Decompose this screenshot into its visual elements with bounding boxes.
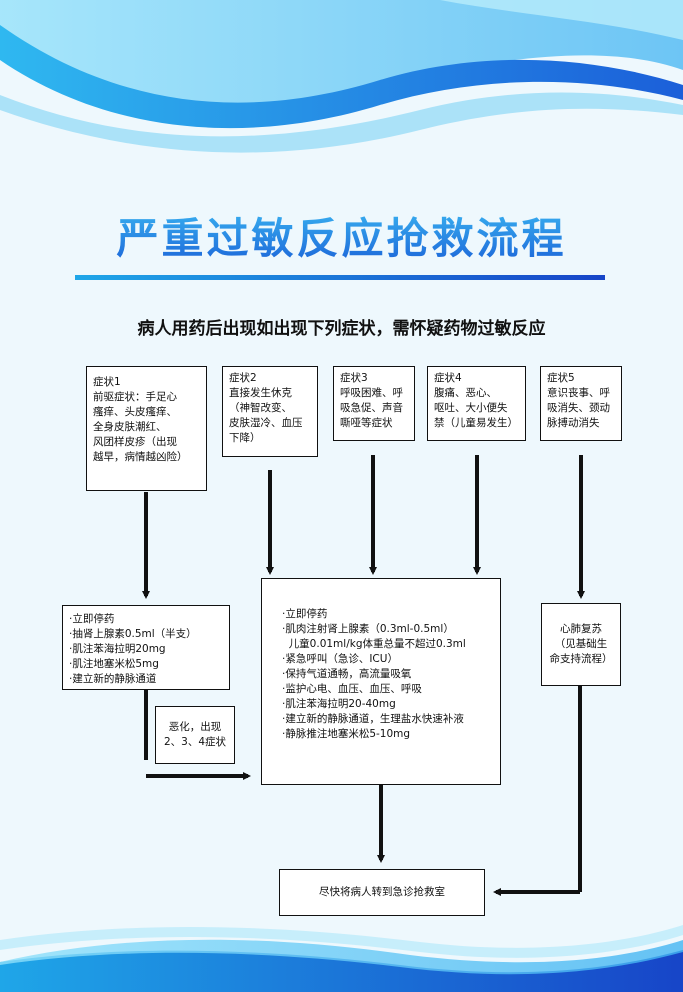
worsen-box: 恶化，出现 2、3、4症状 [155, 706, 235, 764]
main-action-line: ·监护心电、血压、血压、呼吸 [282, 683, 422, 695]
left-action-line: ·肌注地塞米松5mg [69, 658, 159, 670]
symptom-1-line: 风团样皮疹（出现 [93, 436, 177, 448]
main-action-box: ·立即停药 ·肌肉注射肾上腺素（0.3ml-0.5ml） 儿童0.01ml/kg… [261, 578, 501, 785]
main-action-line: 儿童0.01ml/kg体重总量不超过0.3ml [282, 638, 466, 650]
page-subtitle: 病人用药后出现如出现下列症状，需怀疑药物过敏反应 [137, 319, 546, 339]
symptom-box-2: 症状2 直接发生休克 （神智改变、 皮肤湿冷、血压 下降） [222, 366, 318, 457]
symptom-1-line: 症状1 [93, 376, 121, 388]
cpr-box: 心肺复苏 （见基础生 命支持流程） [541, 603, 621, 686]
symptom-2-line: （神智改变、 [229, 402, 292, 414]
main-action-line: ·建立新的静脉通道，生理盐水快速补液 [282, 713, 464, 725]
symptom-box-3: 症状3 呼吸困难、呼 吸急促、声音 嘶哑等症状 [333, 366, 415, 441]
symptom-4-line: 腹痛、恶心、 [434, 387, 497, 399]
symptom-1-line: 前驱症状：手足心 [93, 391, 177, 403]
main-action-line: ·保持气道通畅，高流量吸氧 [282, 668, 412, 680]
final-box: 尽快将病人转到急诊抢救室 [279, 869, 485, 916]
symptom-2-line: 直接发生休克 [229, 387, 292, 399]
worsen-line: 恶化，出现 [168, 721, 222, 733]
symptom-box-4: 症状4 腹痛、恶心、 呕吐、大小便失 禁（儿童易发生） [427, 366, 526, 441]
symptom-1-line: 瘙痒、头皮瘙痒、 [93, 406, 177, 418]
cpr-line: （见基础生 [554, 638, 608, 650]
symptom-box-5: 症状5 意识丧事、呼 吸消失、颈动 脉搏动消失 [540, 366, 622, 441]
symptom-5-line: 意识丧事、呼 [547, 387, 610, 399]
cpr-line: 命支持流程） [549, 653, 613, 665]
cpr-line: 心肺复苏 [560, 623, 602, 635]
main-action-line: ·静脉推注地塞米松5-10mg [282, 728, 411, 740]
symptom-2-line: 皮肤湿冷、血压 [229, 417, 303, 429]
left-action-box: ·立即停药 ·抽肾上腺素0.5ml（半支） ·肌注苯海拉明20mg ·肌注地塞米… [62, 605, 230, 690]
symptom-5-line: 症状5 [547, 372, 575, 384]
symptom-3-line: 嘶哑等症状 [340, 417, 393, 429]
left-action-line: ·建立新的静脉通道 [69, 673, 157, 685]
symptom-1-line: 全身皮肤潮红、 [93, 421, 167, 433]
symptom-2-line: 下降） [229, 432, 261, 444]
symptom-4-line: 症状4 [434, 372, 462, 384]
symptom-3-line: 呼吸困难、呼 [340, 387, 403, 399]
symptom-1-line: 越早，病情越凶险） [93, 451, 188, 463]
symptom-3-line: 症状3 [340, 372, 368, 384]
symptom-5-line: 吸消失、颈动 [547, 402, 610, 414]
symptom-4-line: 禁（儿童易发生） [434, 417, 518, 429]
left-action-line: ·肌注苯海拉明20mg [69, 643, 166, 655]
left-action-line: ·抽肾上腺素0.5ml（半支） [69, 628, 197, 640]
symptom-box-1: 症状1 前驱症状：手足心 瘙痒、头皮瘙痒、 全身皮肤潮红、 风团样皮疹（出现 越… [86, 366, 207, 491]
main-action-line: ·肌肉注射肾上腺素（0.3ml-0.5ml） [282, 623, 454, 635]
main-action-line: ·肌注苯海拉明20-40mg [282, 698, 396, 710]
worsen-line: 2、3、4症状 [163, 736, 227, 748]
final-line: 尽快将病人转到急诊抢救室 [319, 886, 445, 898]
main-action-line: ·紧急呼叫（急诊、ICU） [282, 653, 398, 665]
left-action-line: ·立即停药 [69, 613, 115, 625]
page-title: 严重过敏反应抢救流程 [0, 205, 683, 266]
symptom-4-line: 呕吐、大小便失 [434, 402, 508, 414]
symptom-3-line: 吸急促、声音 [340, 402, 403, 414]
symptom-5-line: 脉搏动消失 [547, 417, 600, 429]
main-action-line: ·立即停药 [282, 608, 328, 620]
symptom-2-line: 症状2 [229, 372, 257, 384]
